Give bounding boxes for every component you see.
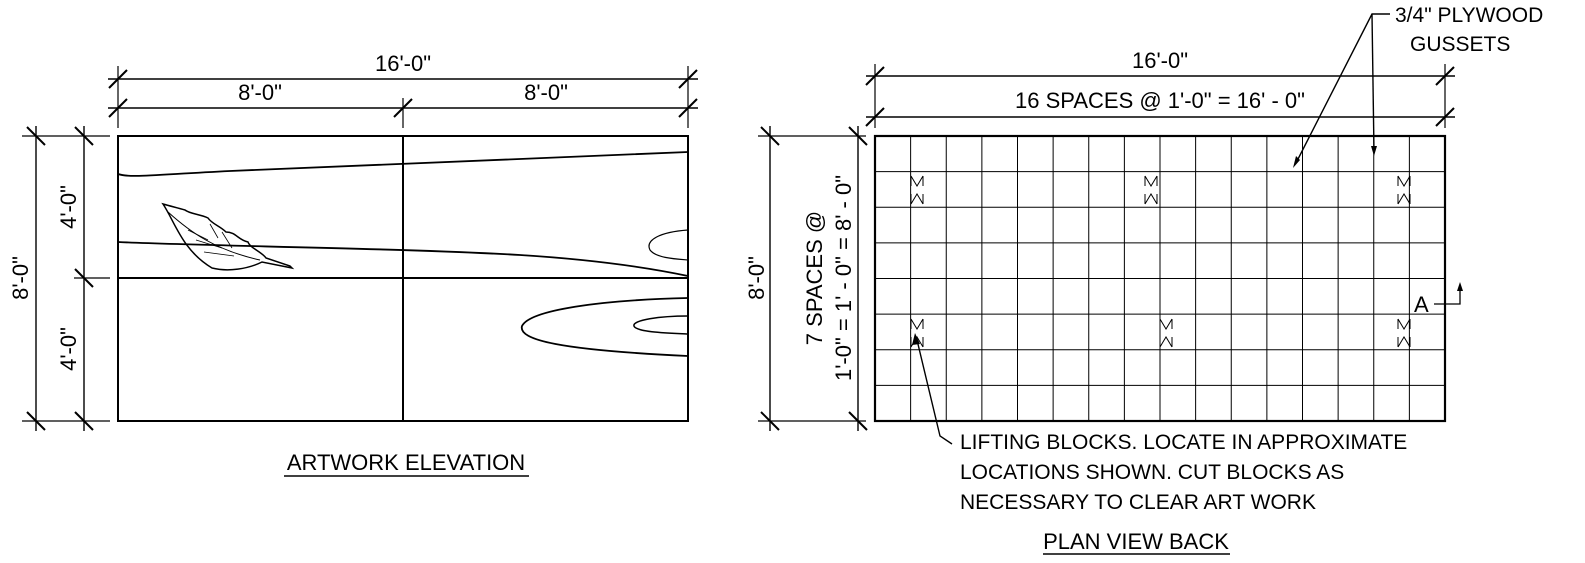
lifting-block [910, 175, 924, 205]
artwork-dim-upper-half: 4'-0" [56, 185, 81, 229]
artwork-dim-right-half: 8'-0" [524, 80, 568, 105]
artwork-elevation-title: ARTWORK ELEVATION [287, 450, 525, 475]
plan-panel-outline [873, 134, 1447, 423]
lifting-block [910, 318, 924, 348]
plan-dim-vertical-line1: 7 SPACES @ [802, 211, 827, 345]
artwork-curve-middle [117, 241, 689, 277]
section-marker-line [1434, 288, 1461, 305]
gusset-note-line1: 3/4" PLYWOOD [1395, 4, 1543, 27]
artwork-curve-inner-loop [633, 315, 689, 335]
plan-dim-overall-height: 8'-0" [744, 256, 769, 300]
lifting-block [1397, 318, 1411, 348]
lifting-block [1397, 175, 1411, 205]
lifting-arrowhead [912, 333, 920, 345]
artwork-curve-right-loop [648, 229, 689, 261]
gusset-arrowhead-right [1371, 146, 1377, 156]
leaf-illustration [161, 202, 295, 271]
gusset-arrowhead-left [1293, 156, 1300, 168]
artwork-dim-overall-width: 16'-0" [375, 51, 431, 76]
lifting-note-line1: LIFTING BLOCKS. LOCATE IN APPROXIMATE [960, 431, 1407, 454]
plan-grid [875, 136, 1445, 421]
artwork-dim-overall-height: 8'-0" [8, 256, 33, 300]
lifting-blocks [910, 175, 1411, 348]
gusset-leader-left [1295, 13, 1390, 164]
gusset-note-line2: GUSSETS [1410, 33, 1510, 56]
lifting-note-line3: NECESSARY TO CLEAR ART WORK [960, 491, 1316, 514]
plan-dim-overall-width: 16'-0" [1132, 48, 1188, 73]
artwork-curve-top [117, 151, 689, 177]
lifting-note-line2: LOCATIONS SHOWN. CUT BLOCKS AS [960, 461, 1344, 484]
lifting-block [1144, 175, 1158, 205]
plan-view-back: 16'-0" 16 SPACES @ 1'-0" = 16' - 0" 8'-0… [744, 4, 1543, 555]
section-marker-arrowhead [1457, 282, 1463, 291]
plan-dim-spacing: 16 SPACES @ 1'-0" = 16' - 0" [1015, 88, 1305, 113]
gusset-leader-right [1371, 13, 1375, 153]
artwork-dim-left-half: 8'-0" [238, 80, 282, 105]
artwork-elevation: 16'-0" 8'-0" 8'-0" 8'-0" 4'-0" 4'-0" ART… [8, 51, 698, 477]
plan-dim-vertical-line2: 1'-0" = 1' - 0" = 8' - 0" [831, 175, 856, 381]
lifting-leader [916, 339, 953, 445]
artwork-dim-lower-half: 4'-0" [56, 327, 81, 371]
artwork-curve-lower-loop [520, 297, 689, 357]
section-marker-label: A [1414, 292, 1429, 317]
plan-view-title: PLAN VIEW BACK [1043, 529, 1229, 554]
lifting-block [1159, 318, 1173, 348]
